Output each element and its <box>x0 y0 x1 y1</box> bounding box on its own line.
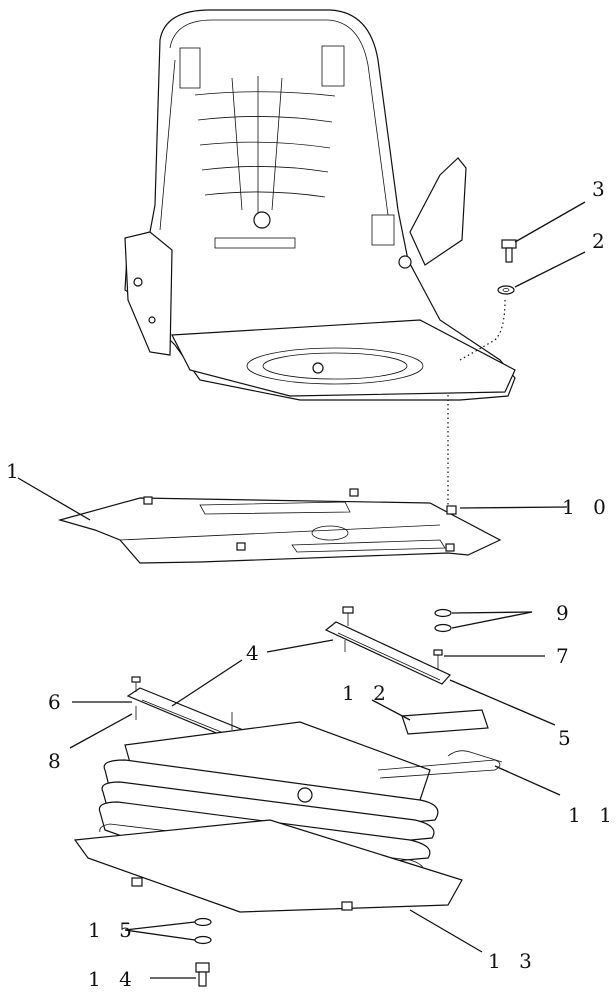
label-9: 9 <box>556 601 575 625</box>
nut-part-10 <box>446 505 457 515</box>
label-8: 8 <box>48 749 67 773</box>
assembly-line-washer <box>459 299 506 361</box>
washer-part-2 <box>497 285 515 295</box>
label-15: 1 5 <box>88 918 138 942</box>
label-12: 1 2 <box>342 681 392 705</box>
suspension-base <box>73 721 503 913</box>
label-11: 1 1 <box>568 803 616 827</box>
foam-pad-part-12 <box>401 709 489 735</box>
label-2: 2 <box>592 229 611 253</box>
mounting-plate-part-1 <box>57 488 502 564</box>
bolt-part-14 <box>195 962 210 987</box>
callout-labels: 3 2 1 1 0 9 4 7 6 1 2 5 8 1 1 1 5 1 3 1 … <box>6 177 616 991</box>
label-1: 1 <box>6 459 25 483</box>
label-13: 1 3 <box>488 949 538 973</box>
label-5: 5 <box>558 726 577 750</box>
washers-part-15 <box>194 917 212 945</box>
label-3: 3 <box>592 177 611 201</box>
washers-part-9 <box>434 608 452 633</box>
bolt-part-3 <box>501 239 517 263</box>
label-4: 4 <box>246 641 265 665</box>
label-10: 1 0 <box>562 495 612 519</box>
seat-shell <box>124 9 516 401</box>
slide-rail-right <box>324 606 451 685</box>
leader-lines <box>17 201 586 979</box>
label-7: 7 <box>556 644 575 668</box>
label-6: 6 <box>48 690 67 714</box>
label-14: 1 4 <box>88 967 138 991</box>
